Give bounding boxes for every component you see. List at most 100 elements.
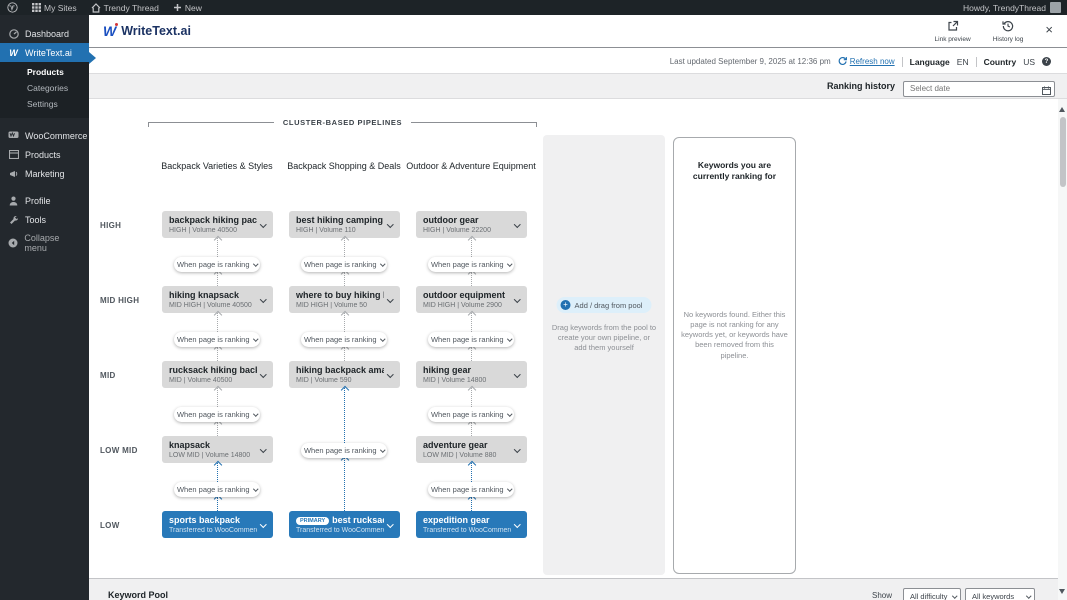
chevron-down-icon (951, 593, 957, 599)
chevron-down-icon[interactable] (259, 446, 266, 453)
howdy-label[interactable]: Howdy, TrendyThread (963, 2, 1046, 13)
ranking-condition-pill[interactable]: When page is ranking (174, 257, 260, 272)
history-log-button[interactable]: History log (993, 20, 1023, 43)
sidebar-item-label: Products (25, 149, 61, 160)
sidebar-item-label: WriteText.ai (25, 47, 72, 58)
keyword-card[interactable]: outdoor equipment MID HIGH | Volume 2900 (416, 286, 527, 313)
sidebar-item-label: WooCommerce (25, 130, 88, 141)
difficulty-filter-select[interactable]: All difficulty (903, 588, 961, 600)
sidebar-item-dashboard[interactable]: Dashboard (0, 24, 89, 43)
ranking-condition-pill[interactable]: When page is ranking (174, 407, 260, 422)
chevron-down-icon (252, 261, 258, 266)
date-input[interactable] (903, 80, 1055, 97)
scrollbar[interactable] (1058, 99, 1067, 600)
wp-logo-icon[interactable] (0, 0, 25, 15)
scroll-down-icon[interactable] (1059, 589, 1065, 594)
ranking-condition-pill[interactable]: When page is ranking (301, 332, 387, 347)
ranking-condition-pill[interactable]: When page is ranking (301, 257, 387, 272)
add-drag-from-pool-button[interactable]: + Add / drag from pool (556, 297, 652, 313)
keyword-card[interactable]: outdoor gear HIGH | Volume 22200 (416, 211, 527, 238)
chevron-down-icon[interactable] (259, 371, 266, 378)
keyword-card[interactable]: rucksack hiking backpack MID | Volume 40… (162, 361, 273, 388)
ranking-condition-pill[interactable]: When page is ranking (174, 482, 260, 497)
link-preview-button[interactable]: Link preview (935, 20, 971, 43)
keyword-title: adventure gear (423, 440, 488, 450)
chevron-down-icon (379, 261, 385, 266)
primary-badge: PRIMARY (296, 517, 330, 526)
app-title: WriteText.ai (121, 24, 191, 38)
refresh-now-label: Refresh now (849, 57, 895, 66)
keywords-filter-select[interactable]: All keywords (965, 588, 1035, 600)
pipeline-connector (471, 388, 472, 407)
sidebar-item-writetext[interactable]: W WriteText.ai (0, 43, 89, 62)
chevron-down-icon[interactable] (259, 296, 266, 303)
sidebar-item-woocommerce[interactable]: WooCommerce (0, 126, 89, 145)
sidebar-item-marketing[interactable]: Marketing (0, 164, 89, 183)
chevron-down-icon[interactable] (513, 371, 520, 378)
keyword-card-transferred[interactable]: expedition gear Transferred to WooCommer… (416, 511, 527, 538)
sidebar-subitem-products[interactable]: Products (27, 67, 64, 77)
ranking-condition-pill[interactable]: When page is ranking (428, 482, 514, 497)
chevron-down-icon[interactable] (259, 521, 266, 528)
scrollbar-thumb[interactable] (1059, 117, 1066, 187)
chevron-down-icon[interactable] (513, 221, 520, 228)
ranking-date-picker[interactable] (903, 78, 1055, 97)
keyword-card[interactable]: hiking gear MID | Volume 14800 (416, 361, 527, 388)
new-content-menu[interactable]: New (166, 0, 209, 15)
ranking-condition-pill[interactable]: When page is ranking (428, 407, 514, 422)
pipeline-connector-active (344, 458, 345, 511)
help-icon[interactable]: ? (1042, 57, 1051, 66)
site-menu[interactable]: Trendy Thread (84, 0, 166, 15)
keyword-card[interactable]: knapsack LOW MID | Volume 14800 (162, 436, 273, 463)
ranking-condition-pill[interactable]: When page is ranking (428, 257, 514, 272)
keyword-card[interactable]: backpack hiking pack HIGH | Volume 40500 (162, 211, 273, 238)
sidebar-item-tools[interactable]: Tools (0, 210, 89, 229)
ranking-condition-pill[interactable]: When page is ranking (301, 443, 387, 458)
sidebar-item-profile[interactable]: Profile (0, 191, 89, 210)
close-icon[interactable]: × (1045, 21, 1053, 37)
chevron-down-icon[interactable] (386, 221, 393, 228)
refresh-now-link[interactable]: Refresh now (838, 56, 895, 67)
chevron-down-icon[interactable] (513, 446, 520, 453)
keyword-card[interactable]: adventure gear LOW MID | Volume 880 (416, 436, 527, 463)
writetext-logo-icon: W (103, 23, 119, 39)
keyword-meta: LOW MID | Volume 14800 (169, 451, 251, 459)
keyword-card[interactable]: best hiking camping back... HIGH | Volum… (289, 211, 400, 238)
keyword-meta: Transferred to WooCommerce (169, 526, 257, 534)
keyword-card[interactable]: where to buy hiking backp... MID HIGH | … (289, 286, 400, 313)
scroll-up-icon[interactable] (1059, 107, 1065, 112)
chevron-down-icon[interactable] (386, 371, 393, 378)
avatar[interactable] (1050, 2, 1061, 13)
chevron-down-icon[interactable] (259, 221, 266, 228)
sidebar-item-products[interactable]: Products (0, 145, 89, 164)
link-preview-label: Link preview (934, 35, 971, 43)
writetext-submenu: Products Categories Settings (0, 62, 89, 118)
keyword-card-transferred[interactable]: sports backpack Transferred to WooCommer… (162, 511, 273, 538)
my-sites-menu[interactable]: My Sites (25, 0, 84, 15)
sidebar-subitem-settings[interactable]: Settings (27, 99, 58, 109)
ranking-condition-pill[interactable]: When page is ranking (174, 332, 260, 347)
country-value[interactable]: US (1023, 56, 1035, 67)
chevron-down-icon[interactable] (386, 521, 393, 528)
keyword-meta: MID | Volume 590 (296, 376, 352, 384)
column-header-3: Outdoor & Adventure Equipment (406, 161, 536, 171)
external-link-icon (947, 20, 959, 34)
ranking-condition-pill[interactable]: When page is ranking (428, 332, 514, 347)
keyword-card[interactable]: hiking knapsack MID HIGH | Volume 40500 (162, 286, 273, 313)
keyword-card[interactable]: hiking backpack amazon MID | Volume 590 (289, 361, 400, 388)
sidebar-subitem-categories[interactable]: Categories (27, 83, 69, 93)
plus-circle-icon: + (560, 300, 571, 310)
chevron-down-icon[interactable] (513, 296, 520, 303)
pipeline-connector (471, 422, 472, 436)
chevron-down-icon[interactable] (513, 521, 520, 528)
keyword-meta: HIGH | Volume 22200 (423, 226, 491, 234)
chevron-down-icon[interactable] (386, 296, 393, 303)
pipeline-connector (344, 272, 345, 286)
plus-icon (173, 3, 182, 12)
keyword-meta: MID HIGH | Volume 2900 (423, 301, 502, 309)
pipeline-connector (217, 313, 218, 332)
keyword-drop-zone[interactable]: + Add / drag from pool Drag keywords fro… (543, 135, 665, 575)
sidebar-item-collapse-menu[interactable]: Collapse menu (0, 233, 89, 253)
language-value[interactable]: EN (956, 56, 969, 67)
